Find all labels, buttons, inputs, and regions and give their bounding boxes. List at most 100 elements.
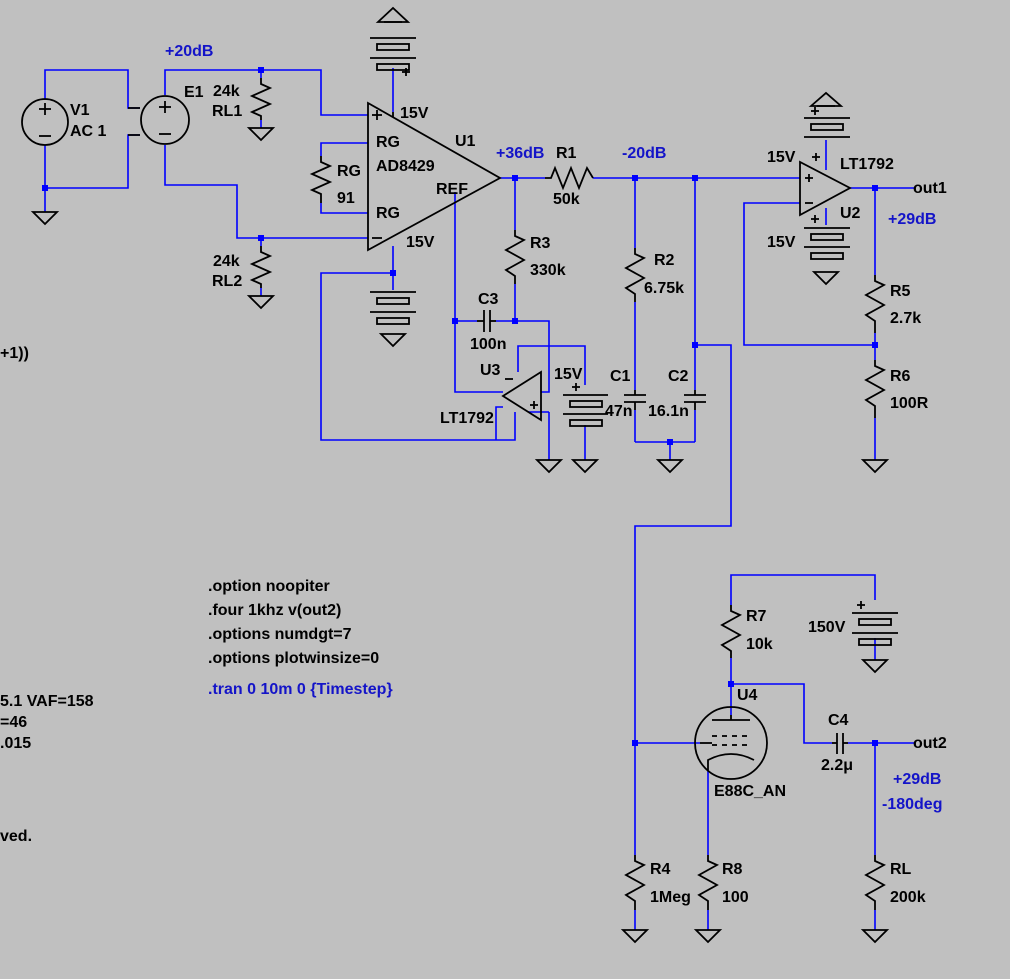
c4-name: C4 (828, 712, 849, 729)
capacitors[interactable] (477, 310, 848, 754)
u2-neg-supply[interactable] (804, 215, 850, 286)
r3-resistor (504, 230, 527, 284)
u3-name: U3 (480, 362, 501, 379)
u4-tube-symbol[interactable] (694, 706, 768, 780)
b150v-supply[interactable] (852, 601, 898, 674)
c2-value: 16.1n (648, 403, 689, 420)
c2-capacitor (684, 390, 706, 410)
rg-value: 91 (337, 190, 355, 207)
r1-value: 50k (553, 191, 580, 208)
clipped-text: ved. (0, 828, 33, 845)
r1-name: R1 (556, 145, 577, 162)
u2-part: LT1792 (840, 156, 894, 173)
u1-inamp-symbol[interactable] (367, 101, 502, 252)
rl1-value: 24k (213, 83, 240, 100)
c1-value: 47n (605, 403, 633, 420)
vb-value: 150V (808, 619, 846, 636)
wires (44, 68, 915, 930)
c1-capacitor (624, 390, 646, 410)
u1-pin-ref: REF (436, 181, 468, 198)
c1-name: C1 (610, 368, 631, 385)
r8-value: 100 (722, 889, 749, 906)
u1-supply-neg: 15V (406, 234, 435, 251)
net-label-filter-in: -20dB (622, 145, 667, 162)
e1-name: E1 (184, 84, 204, 101)
c4-capacitor (832, 733, 848, 754)
u3-supply[interactable] (563, 383, 608, 427)
r7-name: R7 (746, 608, 767, 625)
c2-name: C2 (668, 368, 689, 385)
clipped-text: .015 (0, 735, 32, 752)
r6-name: R6 (890, 368, 911, 385)
r2-name: R2 (654, 252, 675, 269)
r5-name: R5 (890, 283, 911, 300)
r8-name: R8 (722, 861, 743, 878)
rl-name: RL (890, 861, 912, 878)
rl1-name: RL1 (212, 103, 243, 120)
r2-resistor (624, 248, 647, 302)
clipped-text: +1)) (0, 345, 29, 362)
r4-resistor (624, 855, 647, 910)
u2-supply-neg: 15V (767, 234, 796, 251)
rl-resistor (864, 855, 887, 910)
clipped-text: =46 (0, 714, 28, 731)
spice-directive[interactable]: .options numdgt=7 (208, 626, 352, 643)
r4-name: R4 (650, 861, 671, 878)
v1-value: AC 1 (70, 123, 107, 140)
resistors[interactable] (249, 78, 887, 910)
v1-name: V1 (70, 102, 90, 119)
net-label-u1-out: +36dB (496, 145, 545, 162)
u1-pin-rg-bottom: RG (376, 205, 400, 222)
tran-directive[interactable]: .tran 0 10m 0 {Timestep} (208, 681, 393, 698)
u2-supply-pos: 15V (767, 149, 796, 166)
r5-resistor (864, 275, 887, 333)
u4-part: E88C_AN (714, 783, 787, 800)
grounds (30, 127, 890, 944)
u1-name: U1 (455, 133, 476, 150)
rg-resistor (309, 156, 333, 203)
net-label-out1-level: +29dB (888, 211, 937, 228)
rg-name: RG (337, 163, 361, 180)
spice-directive[interactable]: .option noopiter (208, 578, 330, 595)
u4-name: U4 (737, 687, 758, 704)
spice-directive[interactable]: .four 1khz v(out2) (208, 602, 342, 619)
r3-name: R3 (530, 235, 551, 252)
c3-name: C3 (478, 291, 499, 308)
spice-directive[interactable]: .options plotwinsize=0 (208, 650, 380, 667)
junctions (42, 67, 878, 746)
r3-value: 330k (530, 262, 566, 279)
u1-pin-rg-top: RG (376, 134, 400, 151)
r8-resistor (697, 855, 720, 910)
r6-resistor (864, 360, 887, 418)
r7-resistor (720, 605, 743, 658)
r5-value: 2.7k (890, 310, 922, 327)
u1-part: AD8429 (376, 158, 435, 175)
clipped-text: 5.1 VAF=158 (0, 693, 94, 710)
u2-name: U2 (840, 205, 861, 222)
v1-source-symbol[interactable] (21, 98, 69, 146)
net-label-out2-level: +29dB (893, 771, 942, 788)
e1-source-symbol[interactable] (128, 95, 190, 145)
port-out1[interactable]: out1 (913, 180, 947, 197)
rl-value: 200k (890, 889, 926, 906)
r6-value: 100R (890, 395, 929, 412)
u1-neg-supply[interactable] (370, 291, 416, 348)
u3-part: LT1792 (440, 410, 494, 427)
u1-supply-pos: 15V (400, 105, 429, 122)
rl2-resistor (249, 246, 273, 288)
port-out2[interactable]: out2 (913, 735, 947, 752)
u2-opamp-symbol[interactable] (799, 153, 852, 217)
c3-value: 100n (470, 336, 507, 353)
u3-opamp-symbol[interactable] (501, 370, 542, 422)
u1-pos-supply[interactable] (370, 6, 416, 76)
r4-value: 1Meg (650, 889, 691, 906)
c3-capacitor (477, 310, 496, 332)
r7-value: 10k (746, 636, 773, 653)
net-label-e1-gain: +20dB (165, 43, 214, 60)
u3-supply: 15V (554, 366, 583, 383)
u2-pos-supply[interactable] (804, 91, 850, 138)
c4-value: 2.2μ (821, 757, 854, 774)
rl2-name: RL2 (212, 273, 243, 290)
r1-resistor (545, 165, 594, 191)
